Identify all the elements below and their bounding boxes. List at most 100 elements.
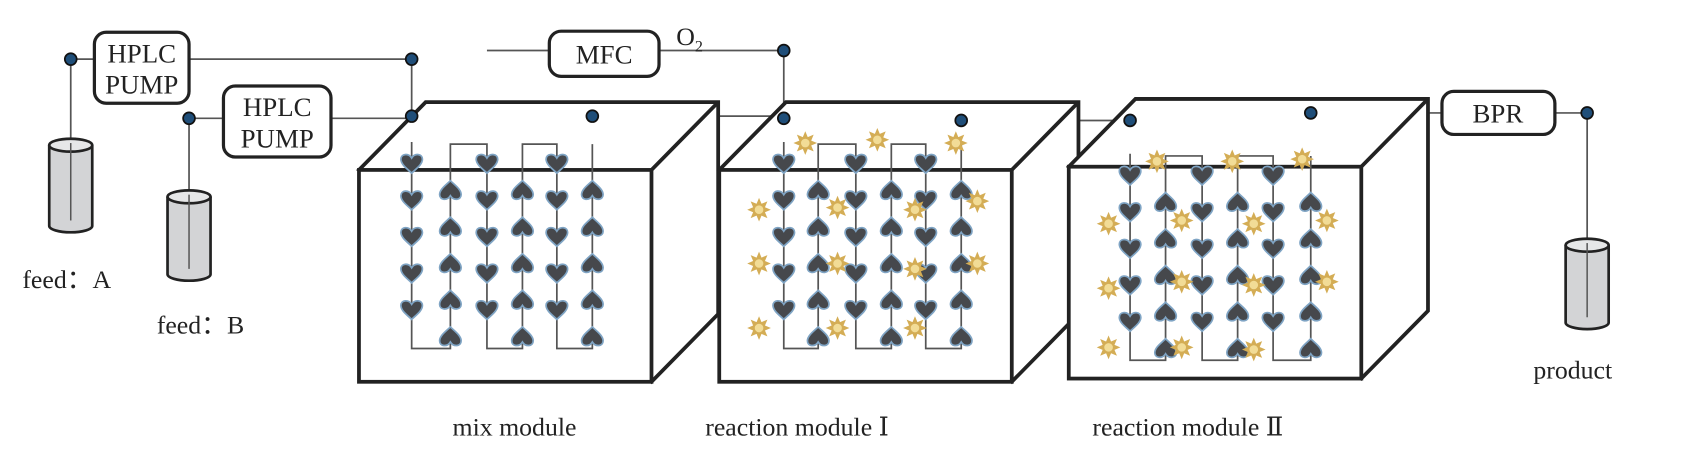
heart-mixer-element-icon [1118, 238, 1142, 260]
heart-mixer-element-icon [1261, 238, 1285, 260]
heart-mixer-element-icon [1299, 191, 1323, 212]
catalyst-star-center [1227, 157, 1237, 166]
heart-mixer-element-icon [772, 300, 796, 321]
modules [356, 97, 1430, 385]
heart-mixer-element-icon [438, 325, 462, 347]
catalyst-star-center [910, 323, 920, 333]
heart-mixer-element-icon [438, 289, 462, 310]
heart-mixer-element-icon [1118, 165, 1142, 187]
catalyst-star-center [754, 259, 764, 268]
heart-mixer-element-icon [879, 325, 903, 347]
heart-mixer-element-icon [475, 263, 499, 285]
heart-mixer-element-icon [879, 179, 903, 201]
catalyst-star-center [833, 259, 842, 268]
heart-mixer-element-icon [400, 300, 424, 321]
pump-a-label-2: PUMP [105, 70, 178, 100]
catalyst-star-center [754, 323, 764, 333]
heart-mixer-element-icon [1261, 311, 1285, 333]
heart-mixer-element-icon [806, 216, 830, 237]
heart-mixer-element-icon [545, 263, 569, 285]
catalyst-star-center [910, 264, 920, 274]
heart-mixer-element-icon [1226, 300, 1250, 322]
connection-node-icon [954, 113, 969, 128]
oxygen-label: O2 [676, 22, 703, 55]
heart-mixer-element-icon [510, 179, 535, 201]
mix-module-label: mix module [453, 413, 577, 442]
catalyst-star-center [1322, 216, 1332, 225]
catalyst-star-center [833, 323, 842, 333]
module-edge [1359, 97, 1430, 169]
bpr[interactable] [1440, 89, 1557, 137]
heart-mixer-element-icon [1190, 238, 1214, 260]
heart-mixer-element-icon [1118, 202, 1142, 223]
heart-mixer-element-icon [772, 263, 796, 285]
heart-mixer-element-icon [844, 263, 868, 285]
heart-mixer-element-icon [400, 153, 424, 175]
devices: HPLC PUMP HPLC PUMP MFC O2 BPR [92, 22, 1557, 159]
heart-mixer-element-icon [1118, 275, 1142, 296]
heart-mixer-element-icon [844, 226, 868, 248]
catalyst-star-center [1104, 219, 1113, 228]
heart-mixer-element-icon [1153, 191, 1178, 212]
serpentine-channel [782, 141, 963, 350]
heart-mixer-element-icon [400, 226, 424, 248]
heart-mixer-element-icon [949, 216, 973, 237]
connection-nodes [63, 43, 1594, 128]
connection-node-icon [404, 52, 419, 66]
heart-mixer-element-icon [844, 300, 868, 321]
hplc-pump-b[interactable] [221, 84, 333, 159]
reservoirs [47, 137, 1611, 331]
mfc[interactable] [547, 29, 661, 78]
heart-mixer-element-icon [510, 325, 535, 347]
module-edge [1010, 100, 1080, 172]
pump-a-label-1: HPLC [107, 38, 176, 68]
heart-mixer-element-icon [545, 153, 569, 175]
heart-mixer-element-icon [475, 153, 499, 175]
catalyst-star-center [1177, 216, 1186, 225]
heart-mixer-element-icon [949, 179, 973, 201]
catalyst-star-center [973, 196, 982, 206]
catalyst-star-center [873, 135, 882, 145]
feed-a-reservoir-icon [47, 137, 94, 234]
product-label: product [1533, 356, 1613, 385]
heart-mixer-element-icon [806, 289, 830, 310]
heart-mixer-element-icon [1299, 337, 1323, 359]
heart-mixer-element-icon [438, 179, 462, 201]
connection-node-icon [182, 111, 196, 126]
bpr-label: BPR [1472, 99, 1523, 129]
catalyst-star-center [1249, 345, 1259, 354]
heart-mixer-element-icon [1226, 227, 1250, 249]
heart-mixer-element-icon [844, 190, 868, 211]
heart-mixer-element-icon [1190, 165, 1214, 187]
heart-mixer-element-icon [475, 226, 499, 248]
heart-mixer-element-icon [1190, 202, 1214, 223]
heart-mixer-element-icon [400, 190, 424, 211]
heart-mixer-element-icon [580, 216, 604, 237]
heart-mixer-element-icon [772, 153, 796, 175]
heart-mixer-element-icon [772, 226, 796, 248]
heart-mixer-element-icon [510, 289, 535, 310]
heart-mixer-element-icon [806, 179, 830, 201]
catalyst-star-center [1152, 157, 1162, 166]
heart-mixer-element-icon [1226, 191, 1250, 212]
reaction-module-1 [716, 100, 1081, 385]
feed-a-label: feed：A [22, 265, 111, 294]
connection-node-icon [776, 43, 791, 58]
connection-node-icon [63, 52, 78, 66]
catalyst-star-center [1104, 283, 1113, 293]
connection-node-icon [776, 111, 791, 126]
heart-mixer-element-icon [1299, 300, 1323, 322]
catalyst-star-center [1249, 280, 1259, 290]
module-front-face [717, 168, 1014, 384]
mfc-label: MFC [576, 39, 633, 69]
hplc-pump-a[interactable] [92, 30, 191, 105]
heart-mixer-element-icon [914, 226, 938, 248]
serpentine-channel [1129, 153, 1312, 362]
connection-node-icon [1123, 113, 1137, 128]
heart-mixer-element-icon [1118, 311, 1142, 333]
heart-mixer-element-icon [879, 252, 903, 274]
heart-mixer-element-icon [510, 252, 535, 274]
heart-mixer-element-icon [1190, 311, 1214, 333]
heart-mixer-element-icon [879, 289, 903, 310]
oxygen-symbol: O [676, 22, 695, 51]
